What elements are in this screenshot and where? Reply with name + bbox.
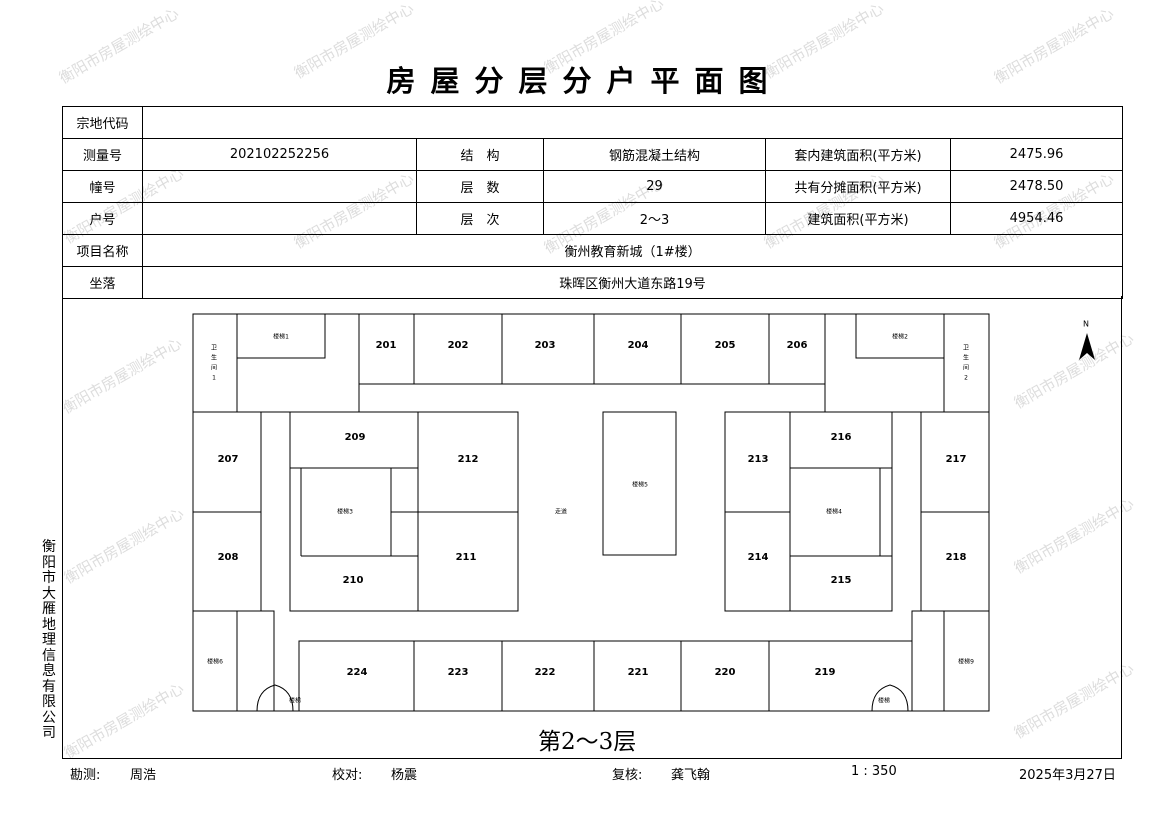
entrance-arc (256, 684, 294, 712)
room-208: 208 (218, 552, 239, 563)
review-label: 复核: (612, 768, 643, 783)
room-209: 209 (345, 432, 366, 443)
room-218: 218 (946, 552, 967, 563)
survey-label: 勘测: (70, 768, 101, 783)
stair-label: 楼梯5 (632, 481, 648, 489)
zongdi-label: 宗地代码 (62, 106, 143, 139)
toilet-label: 2 (964, 375, 968, 382)
room-206: 206 (787, 340, 808, 351)
floor-label: 第2～3层 (538, 729, 637, 755)
stair-label: 楼梯4 (826, 508, 842, 516)
plan-frame (62, 296, 1122, 759)
stair-5 (602, 411, 677, 556)
cengci-value: 2～3 (543, 202, 766, 235)
room-205: 205 (715, 340, 736, 351)
room-214: 214 (748, 552, 769, 563)
entrance-arc (871, 684, 909, 712)
zuoluo-label: 坐落 (62, 266, 143, 299)
stair-2 (855, 313, 945, 359)
room-202: 202 (448, 340, 469, 351)
toilet-label: 1 (212, 375, 216, 382)
stair-1 (236, 313, 326, 359)
room-217: 217 (946, 454, 967, 465)
info-table: 宗地代码 测量号 202102252256 结 构 钢筋混凝土结构 套内建筑面积… (62, 106, 1124, 299)
survey-name: 周浩 (130, 768, 157, 783)
stair-label: 楼梯 (878, 697, 890, 705)
room-222: 222 (535, 667, 556, 678)
jianzhu-value: 4954.46 (949, 202, 1124, 235)
right-top-block (824, 313, 990, 413)
stair-label: 楼梯6 (207, 658, 223, 666)
corridor-label: 走道 (555, 508, 567, 516)
room-207: 207 (218, 454, 239, 465)
zhuang-label: 幢号 (62, 170, 143, 203)
room-211: 211 (456, 552, 477, 563)
xiangmu-label: 项目名称 (62, 234, 143, 267)
left-bottom-block (192, 610, 275, 712)
toilet-label: 卫 (211, 345, 217, 352)
page-title: 房屋分层分户平面图 (386, 64, 783, 98)
room-220: 220 (715, 667, 736, 678)
stair-label: 楼梯1 (273, 333, 289, 341)
jiegou-value: 钢筋混凝土结构 (543, 138, 766, 171)
stair-label: 楼梯 (289, 697, 301, 705)
check-name: 杨震 (391, 768, 418, 783)
cengshu-value: 29 (543, 170, 766, 203)
company-name: 衡阳市大雁地理信息有限公司 (42, 539, 56, 741)
room-224: 224 (347, 667, 368, 678)
room-203: 203 (535, 340, 556, 351)
zuoluo-value: 珠晖区衡州大道东路19号 (141, 266, 1124, 299)
stair-label: 楼梯2 (892, 333, 908, 341)
toilet-label: 间 (963, 364, 969, 372)
left-top-block (192, 313, 360, 413)
room-215: 215 (831, 575, 852, 586)
room-204: 204 (628, 340, 649, 351)
right-bottom-block (911, 610, 990, 712)
room-210: 210 (343, 575, 364, 586)
room-223: 223 (448, 667, 469, 678)
toilet-label: 卫 (963, 345, 969, 352)
room-201: 201 (376, 340, 397, 351)
scale: 1 : 350 (851, 764, 897, 779)
room-216: 216 (831, 432, 852, 443)
room-213: 213 (748, 454, 769, 465)
toilet-label: 生 (211, 354, 217, 362)
survey-date: 2025年3月27日 (1019, 768, 1116, 783)
room-212: 212 (458, 454, 479, 465)
check-label: 校对: (332, 768, 363, 783)
north-arrow-icon (1079, 333, 1095, 360)
room-221: 221 (628, 667, 649, 678)
review-name: 龚飞翰 (671, 768, 711, 783)
north-label: N (1083, 320, 1089, 329)
stair-label: 楼梯3 (337, 508, 353, 516)
taonei-value: 2475.96 (949, 138, 1124, 171)
toilet-label: 间 (211, 364, 217, 372)
jianzhu-label: 建筑面积(平方米) (765, 202, 951, 235)
gongyou-value: 2478.50 (949, 170, 1124, 203)
stair-label: 楼梯9 (958, 658, 974, 666)
room-219: 219 (815, 667, 836, 678)
toilet-label: 生 (963, 354, 969, 362)
